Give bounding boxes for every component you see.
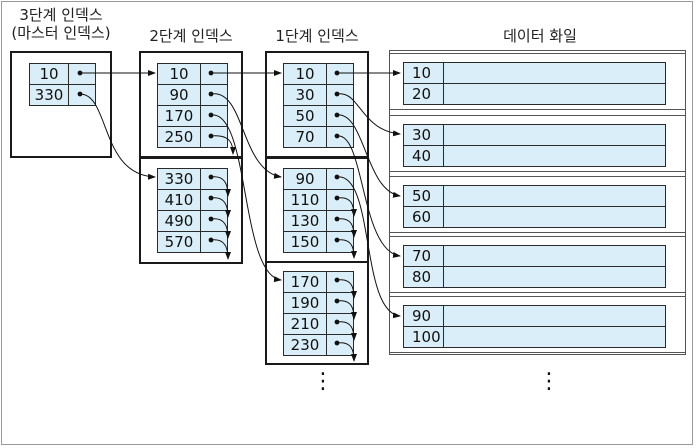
level1-key: 70 [283,126,327,148]
data-record-key: 50 [403,185,444,207]
level3-header-line2: (마스터 인덱스) [11,24,111,42]
level2-key: 570 [157,231,201,253]
level1-key: 90 [283,168,327,190]
level1-key: 30 [283,84,327,106]
data-block: 50 60 [389,176,686,233]
data-block: 90 100 [389,296,686,353]
data-record-body [443,185,666,207]
data-record-key: 40 [403,145,444,167]
level1-continuation-dots: ⋮ [312,369,334,394]
level1-pointer [326,168,354,190]
level2-key: 170 [157,105,201,127]
level2-pointer [200,126,228,148]
level3-header-line1: 3단계 인덱스 [19,6,103,24]
data-record-key: 100 [403,326,444,348]
level1-pointer [326,271,354,293]
level1-key: 110 [283,189,327,211]
level1-pointer [326,63,354,85]
level2-pointer [200,210,228,232]
data-block: 10 20 [389,53,686,110]
data-record-key: 20 [403,83,444,105]
data-record-body [443,266,666,288]
level1-key: 170 [283,271,327,293]
level2-key: 90 [157,84,201,106]
level2-pointer [200,168,228,190]
data-record-body [443,62,666,84]
level2-pointer [200,231,228,253]
level1-key: 190 [283,292,327,314]
level1-pointer [326,189,354,211]
data-record-body [443,245,666,267]
level3-pointer [68,84,96,106]
level2-key: 250 [157,126,201,148]
level1-key: 130 [283,210,327,232]
level2-block: 330 410 490 570 [139,157,243,264]
level1-key: 10 [283,63,327,85]
level2-pointer [200,105,228,127]
level1-pointer [326,210,354,232]
level1-key: 150 [283,231,327,253]
level1-header: 1단계 인덱스 [275,27,359,45]
level1-pointer [326,126,354,148]
level1-block: 10 30 50 70 [265,51,369,158]
level1-pointer [326,292,354,314]
level1-key: 50 [283,105,327,127]
data-record-key: 90 [403,305,444,327]
level1-pointer [326,84,354,106]
data-record-key: 70 [403,245,444,267]
level2-key: 10 [157,63,201,85]
level1-block: 170 190 210 230 [265,261,369,365]
level1-pointer [326,105,354,127]
level1-key: 210 [283,313,327,335]
level2-key: 410 [157,189,201,211]
level1-key: 230 [283,334,327,356]
level2-key: 490 [157,210,201,232]
data-block: 30 40 [389,115,686,172]
level1-pointer [326,231,354,253]
data-record-body [443,206,666,228]
level2-pointer [200,189,228,211]
level3-key: 330 [29,84,69,106]
data-record-key: 60 [403,206,444,228]
data-block: 70 80 [389,236,686,293]
level2-key: 330 [157,168,201,190]
data-record-body [443,145,666,167]
level2-pointer [200,63,228,85]
level2-pointer [200,84,228,106]
data-continuation-dots: ⋮ [538,369,560,394]
level3-key: 10 [29,63,69,85]
data-record-key: 10 [403,62,444,84]
level1-block: 90 110 130 150 [265,157,369,264]
level1-pointer [326,313,354,335]
data-record-key: 80 [403,266,444,288]
level1-pointer [326,334,354,356]
level3-master-block: 10 330 [10,51,112,158]
data-record-body [443,83,666,105]
data-record-key: 30 [403,124,444,146]
level2-block: 10 90 170 250 [139,51,243,158]
level2-header: 2단계 인덱스 [149,27,233,45]
data-record-body [443,305,666,327]
data-record-body [443,124,666,146]
data-record-body [443,326,666,348]
level3-header: 3단계 인덱스 (마스터 인덱스) [6,6,116,42]
level3-pointer [68,63,96,85]
data-file-header: 데이터 화일 [503,27,577,45]
